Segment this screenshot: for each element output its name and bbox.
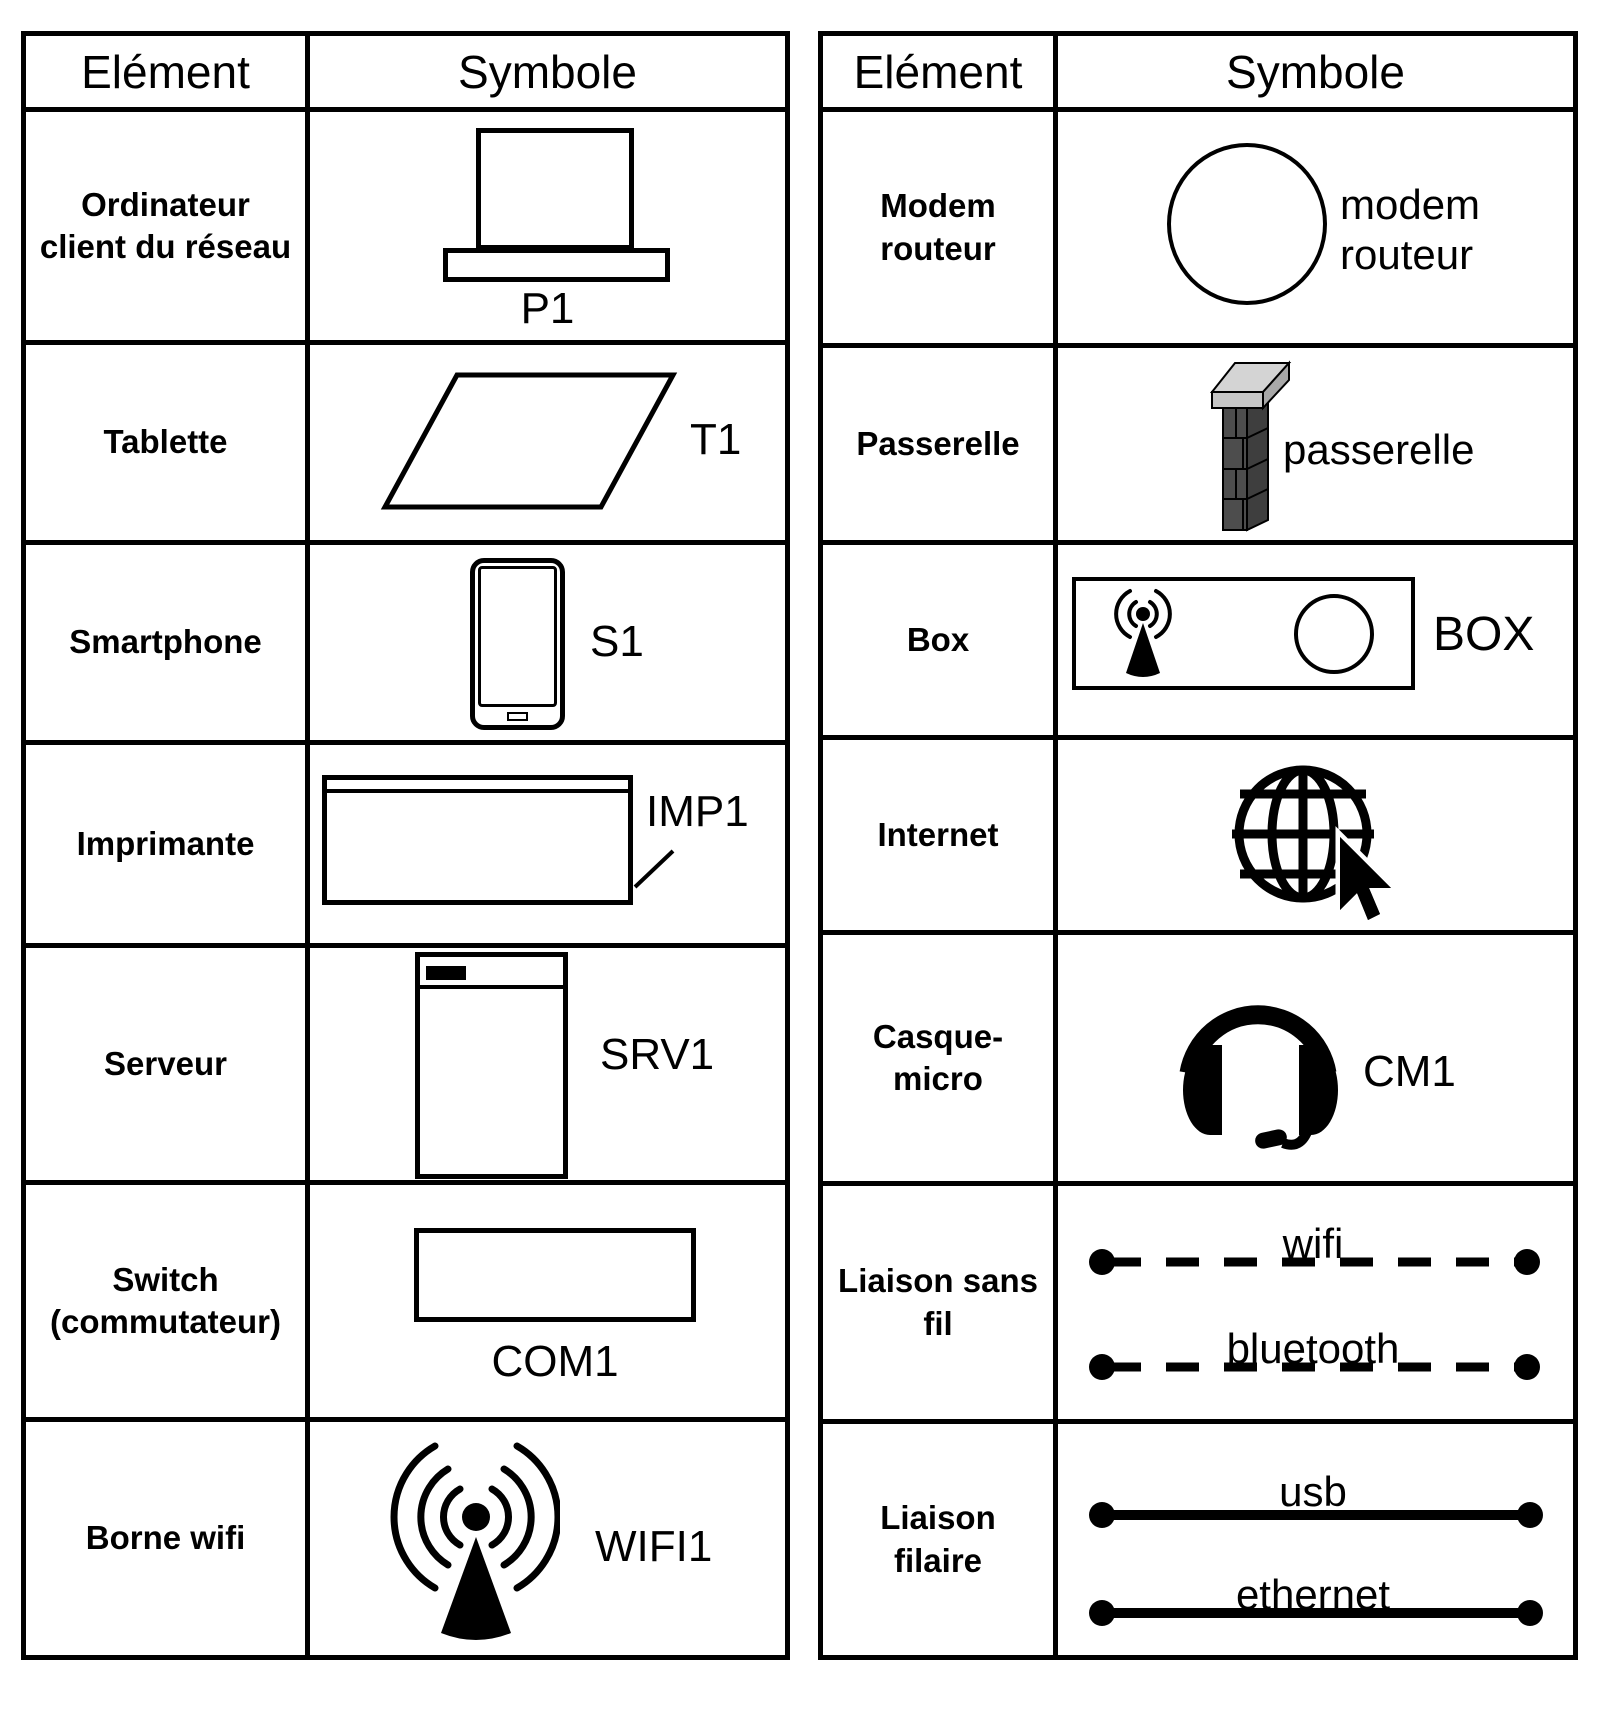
- symbol-annotation: BOX: [1433, 608, 1535, 661]
- symbol-tag: SRV1: [600, 1030, 715, 1079]
- server-slot: [426, 966, 466, 980]
- smartphone-screen: [478, 566, 557, 707]
- printer-icon: [322, 775, 633, 905]
- header-element-label: Elément: [853, 45, 1023, 98]
- header-element: Elément: [823, 36, 1058, 112]
- wired-link-ethernet-icon: [1089, 1600, 1543, 1626]
- header-element-label: Elément: [81, 45, 250, 98]
- row-label-switch: Switch (commutateur): [26, 1185, 310, 1422]
- gateway-brick-icon: [1209, 360, 1292, 532]
- header-symbole-label: Symbole: [458, 45, 637, 98]
- row-label-passerelle: Passerelle: [823, 348, 1058, 545]
- symbol-tag: T1: [690, 415, 742, 464]
- symbol-tag: COM1: [491, 1337, 619, 1386]
- wifi-antenna-icon: [390, 1442, 560, 1640]
- header-symbole-label: Symbole: [1226, 45, 1405, 98]
- server-icon: [415, 952, 568, 1179]
- row-label-modem-routeur: Modem routeur: [823, 112, 1058, 348]
- row-label-liaison-sans-fil: Liaison sans fil: [823, 1186, 1058, 1424]
- smartphone-button: [507, 712, 528, 721]
- row-symbol-borne-wifi: WIFI1: [310, 1422, 785, 1655]
- dashed-link-bluetooth-icon: [1089, 1354, 1540, 1380]
- legend-table-left: Elément Symbole Ordinateur client du rés…: [21, 31, 790, 1660]
- symbol-tag: P1: [520, 284, 575, 333]
- box-icon: [1072, 577, 1415, 690]
- row-symbol-casque-micro: CM1: [1058, 935, 1573, 1186]
- row-label-box: Box: [823, 545, 1058, 740]
- row-symbol-passerelle: passerelle: [1058, 348, 1573, 545]
- header-symbole: Symbole: [310, 36, 785, 112]
- printer-tray-line: [327, 789, 628, 793]
- row-label-casque-micro: Casque- micro: [823, 935, 1058, 1186]
- row-symbol-tablette: T1: [310, 345, 785, 545]
- smartphone-icon: [470, 558, 565, 730]
- wired-link-label-usb: usb: [1279, 1468, 1347, 1515]
- row-symbol-modem-routeur: modem routeur: [1058, 112, 1573, 348]
- row-label-internet: Internet: [823, 740, 1058, 935]
- switch-icon: [414, 1228, 696, 1322]
- row-label-liaison-filaire: Liaison filaire: [823, 1424, 1058, 1655]
- wifi-antenna-icon: [1114, 589, 1172, 677]
- symbol-tag: CM1: [1363, 1047, 1456, 1096]
- symbol-tag: WIFI1: [595, 1522, 713, 1571]
- internet-globe-icon: [1232, 765, 1402, 927]
- row-symbol-imprimante: IMP1: [310, 745, 785, 948]
- row-symbol-liaison-sans-fil: wifi bluetooth: [1058, 1186, 1573, 1424]
- row-symbol-ordinateur: P1: [310, 112, 785, 345]
- computer-base-icon: [443, 248, 670, 282]
- modem-router-icon: [1167, 143, 1327, 305]
- row-symbol-liaison-filaire: usb ethernet: [1058, 1424, 1573, 1655]
- row-label-imprimante: Imprimante: [26, 745, 310, 948]
- headset-icon: [1179, 1005, 1338, 1150]
- row-label-tablette: Tablette: [26, 345, 310, 545]
- symbol-annotation: passerelle: [1283, 426, 1475, 473]
- row-symbol-smartphone: S1: [310, 545, 785, 745]
- printer-callout-line: [633, 849, 675, 889]
- dashed-link-wifi-icon: [1089, 1249, 1540, 1275]
- header-symbole: Symbole: [1058, 36, 1573, 112]
- symbol-tag: IMP1: [646, 787, 749, 836]
- server-panel-line: [420, 985, 563, 989]
- row-symbol-switch: COM1: [310, 1185, 785, 1422]
- row-label-ordinateur: Ordinateur client du réseau: [26, 112, 310, 345]
- row-label-serveur: Serveur: [26, 948, 310, 1185]
- row-label-smartphone: Smartphone: [26, 545, 310, 745]
- header-element: Elément: [26, 36, 310, 112]
- computer-monitor-icon: [476, 128, 634, 250]
- tablet-icon: [380, 372, 678, 510]
- symbol-tag: S1: [590, 617, 644, 666]
- row-label-borne-wifi: Borne wifi: [26, 1422, 310, 1655]
- wired-link-usb-icon: [1089, 1502, 1543, 1528]
- row-symbol-internet: [1058, 740, 1573, 935]
- symbol-annotation: modem routeur: [1340, 181, 1481, 278]
- row-symbol-box: BOX: [1058, 545, 1573, 740]
- row-symbol-serveur: SRV1: [310, 948, 785, 1185]
- box-circle: [1294, 594, 1374, 674]
- legend-table-right: Elément Symbole Modem routeur modem rout…: [818, 31, 1578, 1660]
